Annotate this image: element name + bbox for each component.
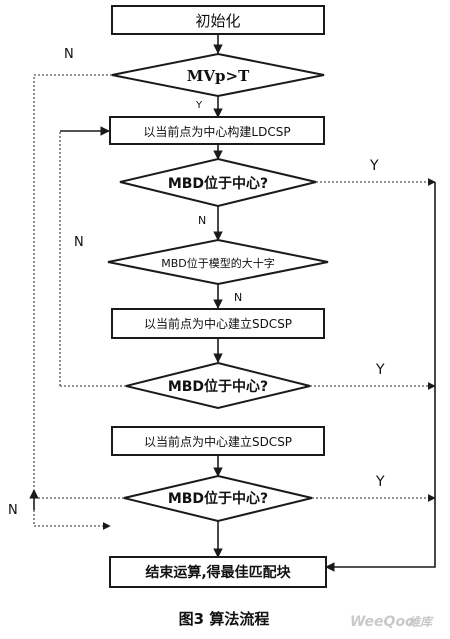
label-center3-yes: Y bbox=[375, 474, 385, 490]
figure-caption: 图3 算法流程 bbox=[179, 610, 270, 628]
loop-mvp-no bbox=[33, 74, 112, 487]
edge-labels: N Y Y N N N Y Y N bbox=[8, 47, 385, 518]
center3-decision: MBD位于中心? bbox=[123, 474, 313, 523]
center2-label: MBD位于中心? bbox=[168, 378, 268, 395]
ldcsp-label: 以当前点为中心构建LDCSP bbox=[143, 124, 290, 139]
mvp-decision: MVp>T bbox=[111, 52, 325, 98]
watermark-logo: WeeQoo 维库 bbox=[350, 614, 434, 630]
sdcsp2-box: 以当前点为中心建立SDCSP bbox=[111, 426, 325, 456]
center2-decision: MBD位于中心? bbox=[125, 361, 311, 410]
watermark-brand: WeeQoo bbox=[350, 614, 415, 630]
cross-decision: MBD位于模型的大十字 bbox=[107, 238, 329, 286]
label-mvp-yes: Y bbox=[195, 100, 203, 111]
sdcsp1-label: 以当前点为中心建立SDCSP bbox=[144, 316, 292, 331]
loop-bottom-return bbox=[33, 510, 111, 530]
sdcsp1-box: 以当前点为中心建立SDCSP bbox=[111, 308, 325, 339]
ldcsp-box: 以当前点为中心构建LDCSP bbox=[109, 116, 325, 145]
connectors bbox=[29, 34, 436, 572]
label-mvp-no: N bbox=[64, 47, 74, 62]
center1-decision: MBD位于中心? bbox=[119, 157, 317, 208]
label-center3-no: N bbox=[8, 503, 18, 518]
label-center2-yes: Y bbox=[375, 362, 385, 378]
end-box: 结束运算,得最佳匹配块 bbox=[109, 556, 327, 588]
end-label: 结束运算,得最佳匹配块 bbox=[145, 564, 291, 581]
center1-label: MBD位于中心? bbox=[168, 175, 268, 192]
center3-label: MBD位于中心? bbox=[168, 490, 268, 507]
watermark-suffix: 维库 bbox=[408, 615, 434, 629]
label-cross-no: N bbox=[74, 235, 84, 250]
label-center1-yes: Y bbox=[369, 158, 379, 174]
mvp-label: MVp>T bbox=[187, 67, 250, 85]
init-label: 初始化 bbox=[195, 12, 240, 30]
init-box: 初始化 bbox=[111, 5, 325, 35]
right-collector-line bbox=[325, 182, 436, 572]
cross-label: MBD位于模型的大十字 bbox=[161, 256, 275, 270]
sdcsp2-label: 以当前点为中心建立SDCSP bbox=[144, 434, 292, 449]
label-cross-down: N bbox=[234, 291, 242, 304]
label-center1-no: N bbox=[198, 214, 206, 227]
